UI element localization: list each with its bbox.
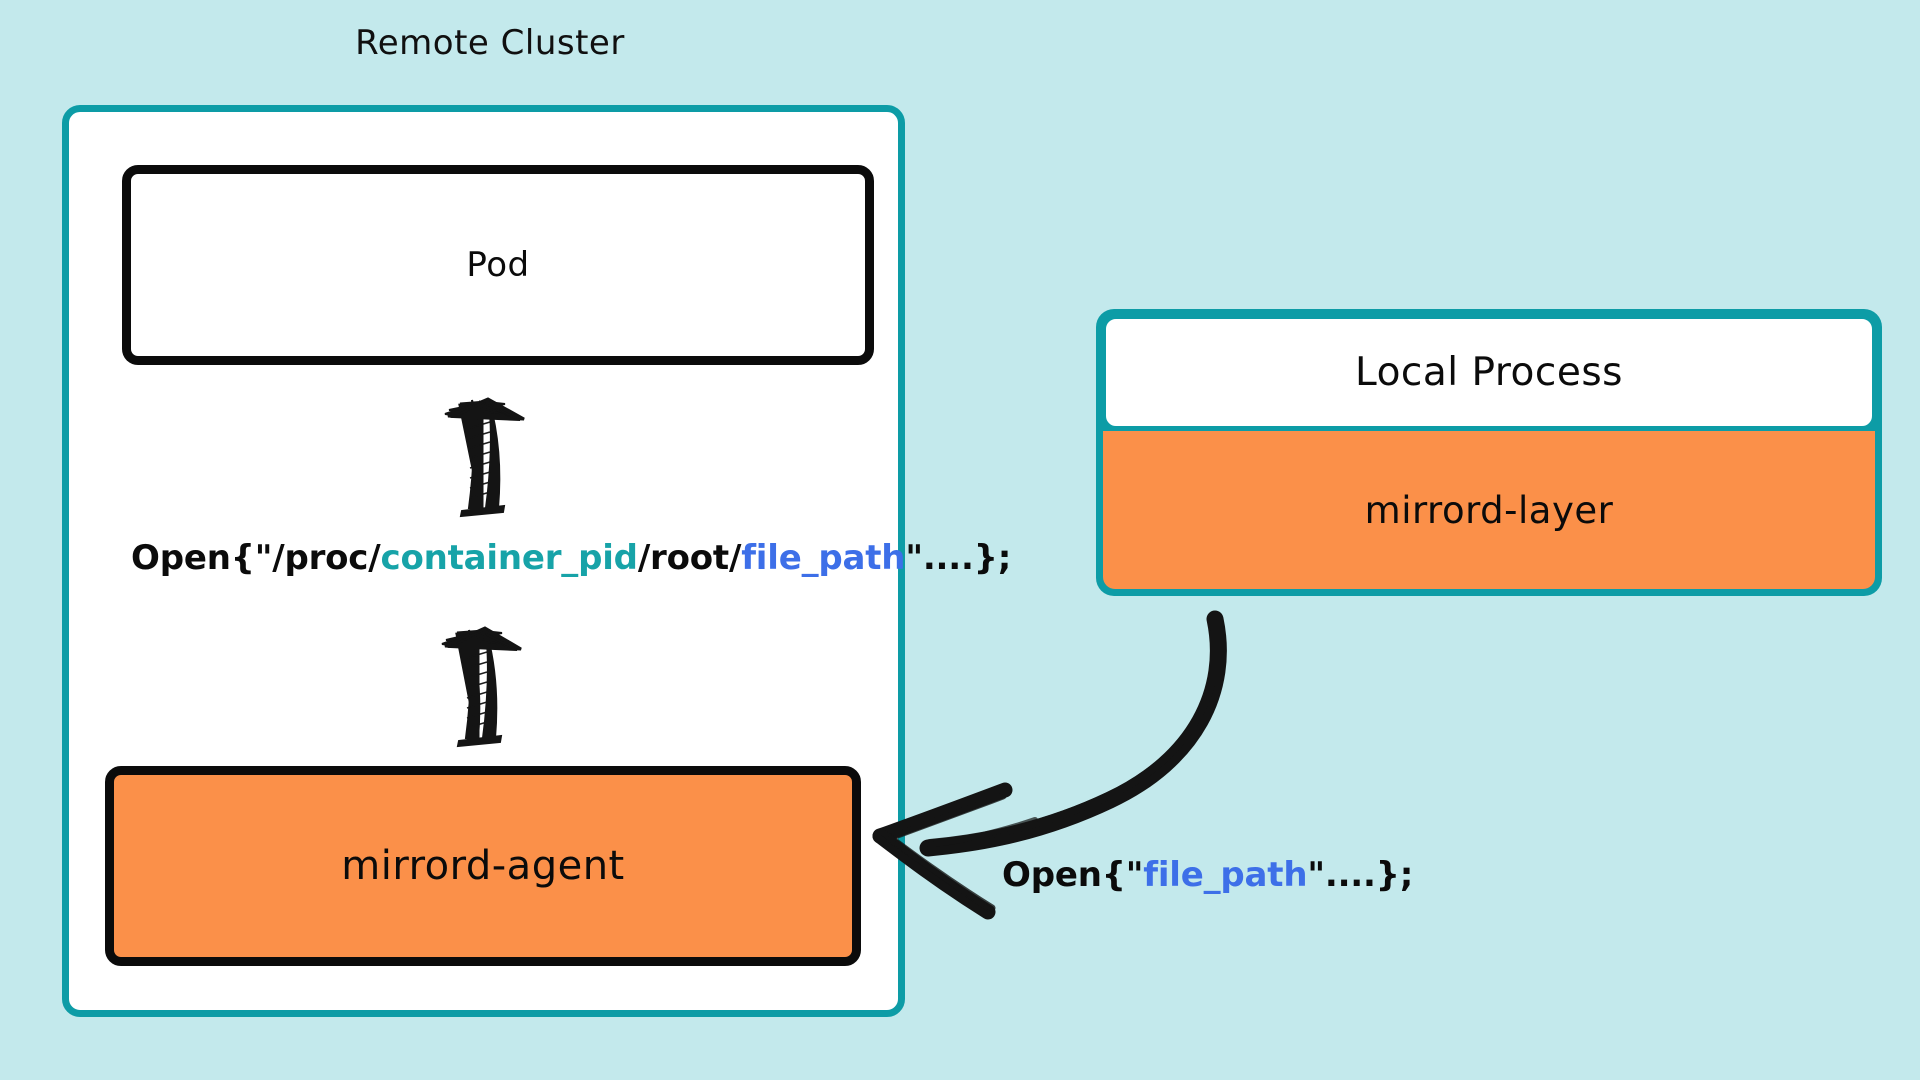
remote-cluster-title: Remote Cluster (355, 23, 625, 63)
code-token-1: container_pid (380, 538, 638, 578)
local-process-section: Local Process (1102, 315, 1876, 430)
pod-label: Pod (466, 245, 530, 285)
code-token-2: "....}; (1307, 855, 1414, 895)
mirrord-agent-label: mirrord-agent (341, 843, 625, 889)
local-open-call-label: Open{"file_path"....}; (1002, 855, 1413, 895)
mirrord-layer-section: mirrord-layer (1103, 431, 1875, 589)
local-process-label: Local Process (1355, 350, 1623, 395)
code-token-1: file_path (1143, 855, 1308, 895)
mirrord-layer-label: mirrord-layer (1364, 488, 1614, 532)
remote-open-call-label: Open{"/proc/container_pid/root/file_path… (131, 538, 1011, 578)
mirrord-agent-box: mirrord-agent (105, 766, 861, 966)
pod-box: Pod (122, 165, 874, 365)
code-token-0: Open{" (1002, 855, 1144, 895)
code-token-3: file_path (741, 538, 906, 578)
code-token-2: /root/ (637, 538, 742, 578)
code-token-4: "....}; (905, 538, 1012, 578)
local-process-frame: Local Process mirrord-layer (1096, 309, 1882, 596)
code-token-0: Open{"/proc/ (131, 538, 381, 578)
